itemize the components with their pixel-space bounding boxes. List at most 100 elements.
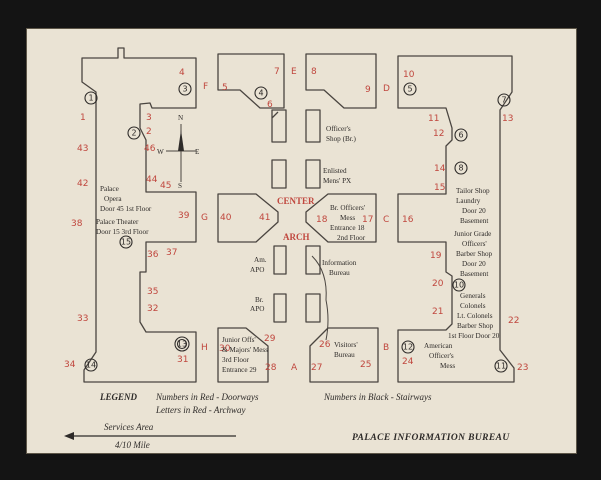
doorway-19: 19 <box>430 251 442 261</box>
junior-grade-barber-label: Junior Grade Officers' Barber Shop Door … <box>454 230 494 278</box>
stairway-8: 8 <box>458 164 463 173</box>
doorway-17: 17 <box>362 215 373 225</box>
doorway-38: 38 <box>71 219 83 229</box>
doorway-40: 40 <box>220 213 232 223</box>
doorway-13: 13 <box>502 114 513 124</box>
doorway-34: 34 <box>64 360 76 370</box>
american-officers-mess-label: American Officer's Mess <box>424 342 456 370</box>
doorway-42: 42 <box>77 179 88 189</box>
archway-h: H <box>201 343 208 353</box>
legend-stairways: Numbers in Black - Stairways <box>323 392 432 402</box>
building-outlines <box>81 47 515 383</box>
compass-w: W <box>157 148 164 156</box>
doorway-36: 36 <box>147 250 159 260</box>
doorway-22: 22 <box>508 316 519 326</box>
stairway-12: 12 <box>403 343 413 352</box>
stairway-11: 11 <box>496 362 506 371</box>
compass-n: N <box>178 114 184 122</box>
doorway-10: 10 <box>403 70 415 80</box>
doorway-39: 39 <box>178 211 190 221</box>
doorway-25: 25 <box>360 360 371 370</box>
map-title: PALACE INFORMATION BUREAU <box>352 433 510 443</box>
map-sheet <box>26 28 577 454</box>
doorway-7: 7 <box>274 67 280 77</box>
stairways: 1 2 3 4 5 6 7 8 10 11 12 13 14 15 <box>84 82 511 373</box>
stairway-14: 14 <box>86 361 96 370</box>
tailor-shop-label: Tailor Shop Laundry Door 20 Basement <box>456 187 491 225</box>
doorway-27: 27 <box>311 363 322 373</box>
legend-heading: LEGEND <box>99 392 138 402</box>
visitors-bureau-label: Visitors' Bureau <box>334 341 359 359</box>
north-center-left <box>217 53 285 109</box>
doorway-16: 16 <box>402 215 414 225</box>
doorway-41: 41 <box>259 213 270 223</box>
legend-doorways: Numbers in Red - Doorways <box>155 392 259 402</box>
south-center-right <box>309 327 379 383</box>
west-wing-outline <box>81 47 197 383</box>
palace-opera-label: Palace Opera Door 45 1st Floor <box>100 185 152 213</box>
doorway-45: 45 <box>160 181 171 191</box>
arch-label: ARCH <box>283 232 310 242</box>
doorway-21: 21 <box>432 307 443 317</box>
junior-officers-mess-label: Junior Offs' & Majors' Mess 3rd Floor En… <box>222 336 270 374</box>
center-label: CENTER <box>277 196 315 206</box>
west-center-block <box>217 193 279 243</box>
doorway-31: 31 <box>177 355 188 365</box>
doorway-1: 1 <box>80 113 86 123</box>
doorway-46: 46 <box>144 144 156 154</box>
services-area-label: Services Area <box>104 422 154 432</box>
stairway-4: 4 <box>258 89 263 98</box>
archway-letters: A B C D E F G H <box>201 67 390 373</box>
doorway-33: 33 <box>77 314 88 324</box>
facility-labels: Officer's Shop (Br.) Enlisted Mens' PX B… <box>96 125 500 374</box>
south-center-left <box>217 327 269 383</box>
doorway-44: 44 <box>146 175 158 185</box>
information-bureau-label: Information Bureau <box>322 259 358 277</box>
doorway-12: 12 <box>433 129 444 139</box>
east-center-block <box>305 193 377 243</box>
doorway-2: 2 <box>146 127 152 137</box>
doorway-18: 18 <box>316 215 328 225</box>
stairway-2: 2 <box>131 129 136 138</box>
stairway-13: 13 <box>177 340 187 349</box>
archway-b: B <box>383 343 389 353</box>
doorway-35: 35 <box>147 287 158 297</box>
doorway-37: 37 <box>166 248 177 258</box>
doorway-23: 23 <box>517 363 528 373</box>
legend-archway: Letters in Red - Archway <box>155 405 246 415</box>
doorway-6: 6 <box>267 100 273 110</box>
archway-e: E <box>291 67 297 77</box>
doorway-numbers: 1 2 3 4 5 6 7 8 9 10 11 12 13 14 15 16 1… <box>64 67 528 373</box>
doorway-28: 28 <box>265 363 277 373</box>
archway-f: F <box>203 82 208 92</box>
doorway-26: 26 <box>319 340 331 350</box>
distance-label: 4/10 Mile <box>115 440 150 450</box>
archway-d: D <box>383 84 390 94</box>
scale-bar: Services Area 4/10 Mile <box>64 422 236 450</box>
archway-c: C <box>383 215 389 225</box>
doorway-43: 43 <box>77 144 88 154</box>
am-apo-label: Am. APO <box>250 256 268 274</box>
enlisted-px-label: Enlisted Mens' PX <box>323 167 352 185</box>
doorway-4: 4 <box>179 68 185 78</box>
stairway-7: 7 <box>501 96 506 105</box>
stairway-10: 10 <box>454 281 464 290</box>
archway-a: A <box>291 363 298 373</box>
doorway-32: 32 <box>147 304 158 314</box>
doorway-11: 11 <box>428 114 439 124</box>
br-apo-label: Br. APO <box>250 296 265 313</box>
palace-theater-label: Palace Theater Door 15 3rd Floor <box>96 218 149 236</box>
arrow-left-icon <box>64 432 74 440</box>
legend: LEGEND Numbers in Red - Doorways Letters… <box>99 392 432 415</box>
doorway-9: 9 <box>365 85 371 95</box>
doorway-20: 20 <box>432 279 444 289</box>
compass-rose: N S E W <box>157 114 200 190</box>
doorway-5: 5 <box>222 83 228 93</box>
compass-e: E <box>195 148 200 156</box>
stairway-3: 3 <box>182 85 187 94</box>
doorway-8: 8 <box>311 67 317 77</box>
doorway-24: 24 <box>402 357 414 367</box>
br-officers-mess-label: Br. Officers' Mess Entrance 18 2nd Floor <box>330 204 367 242</box>
doorway-29: 29 <box>264 334 276 344</box>
